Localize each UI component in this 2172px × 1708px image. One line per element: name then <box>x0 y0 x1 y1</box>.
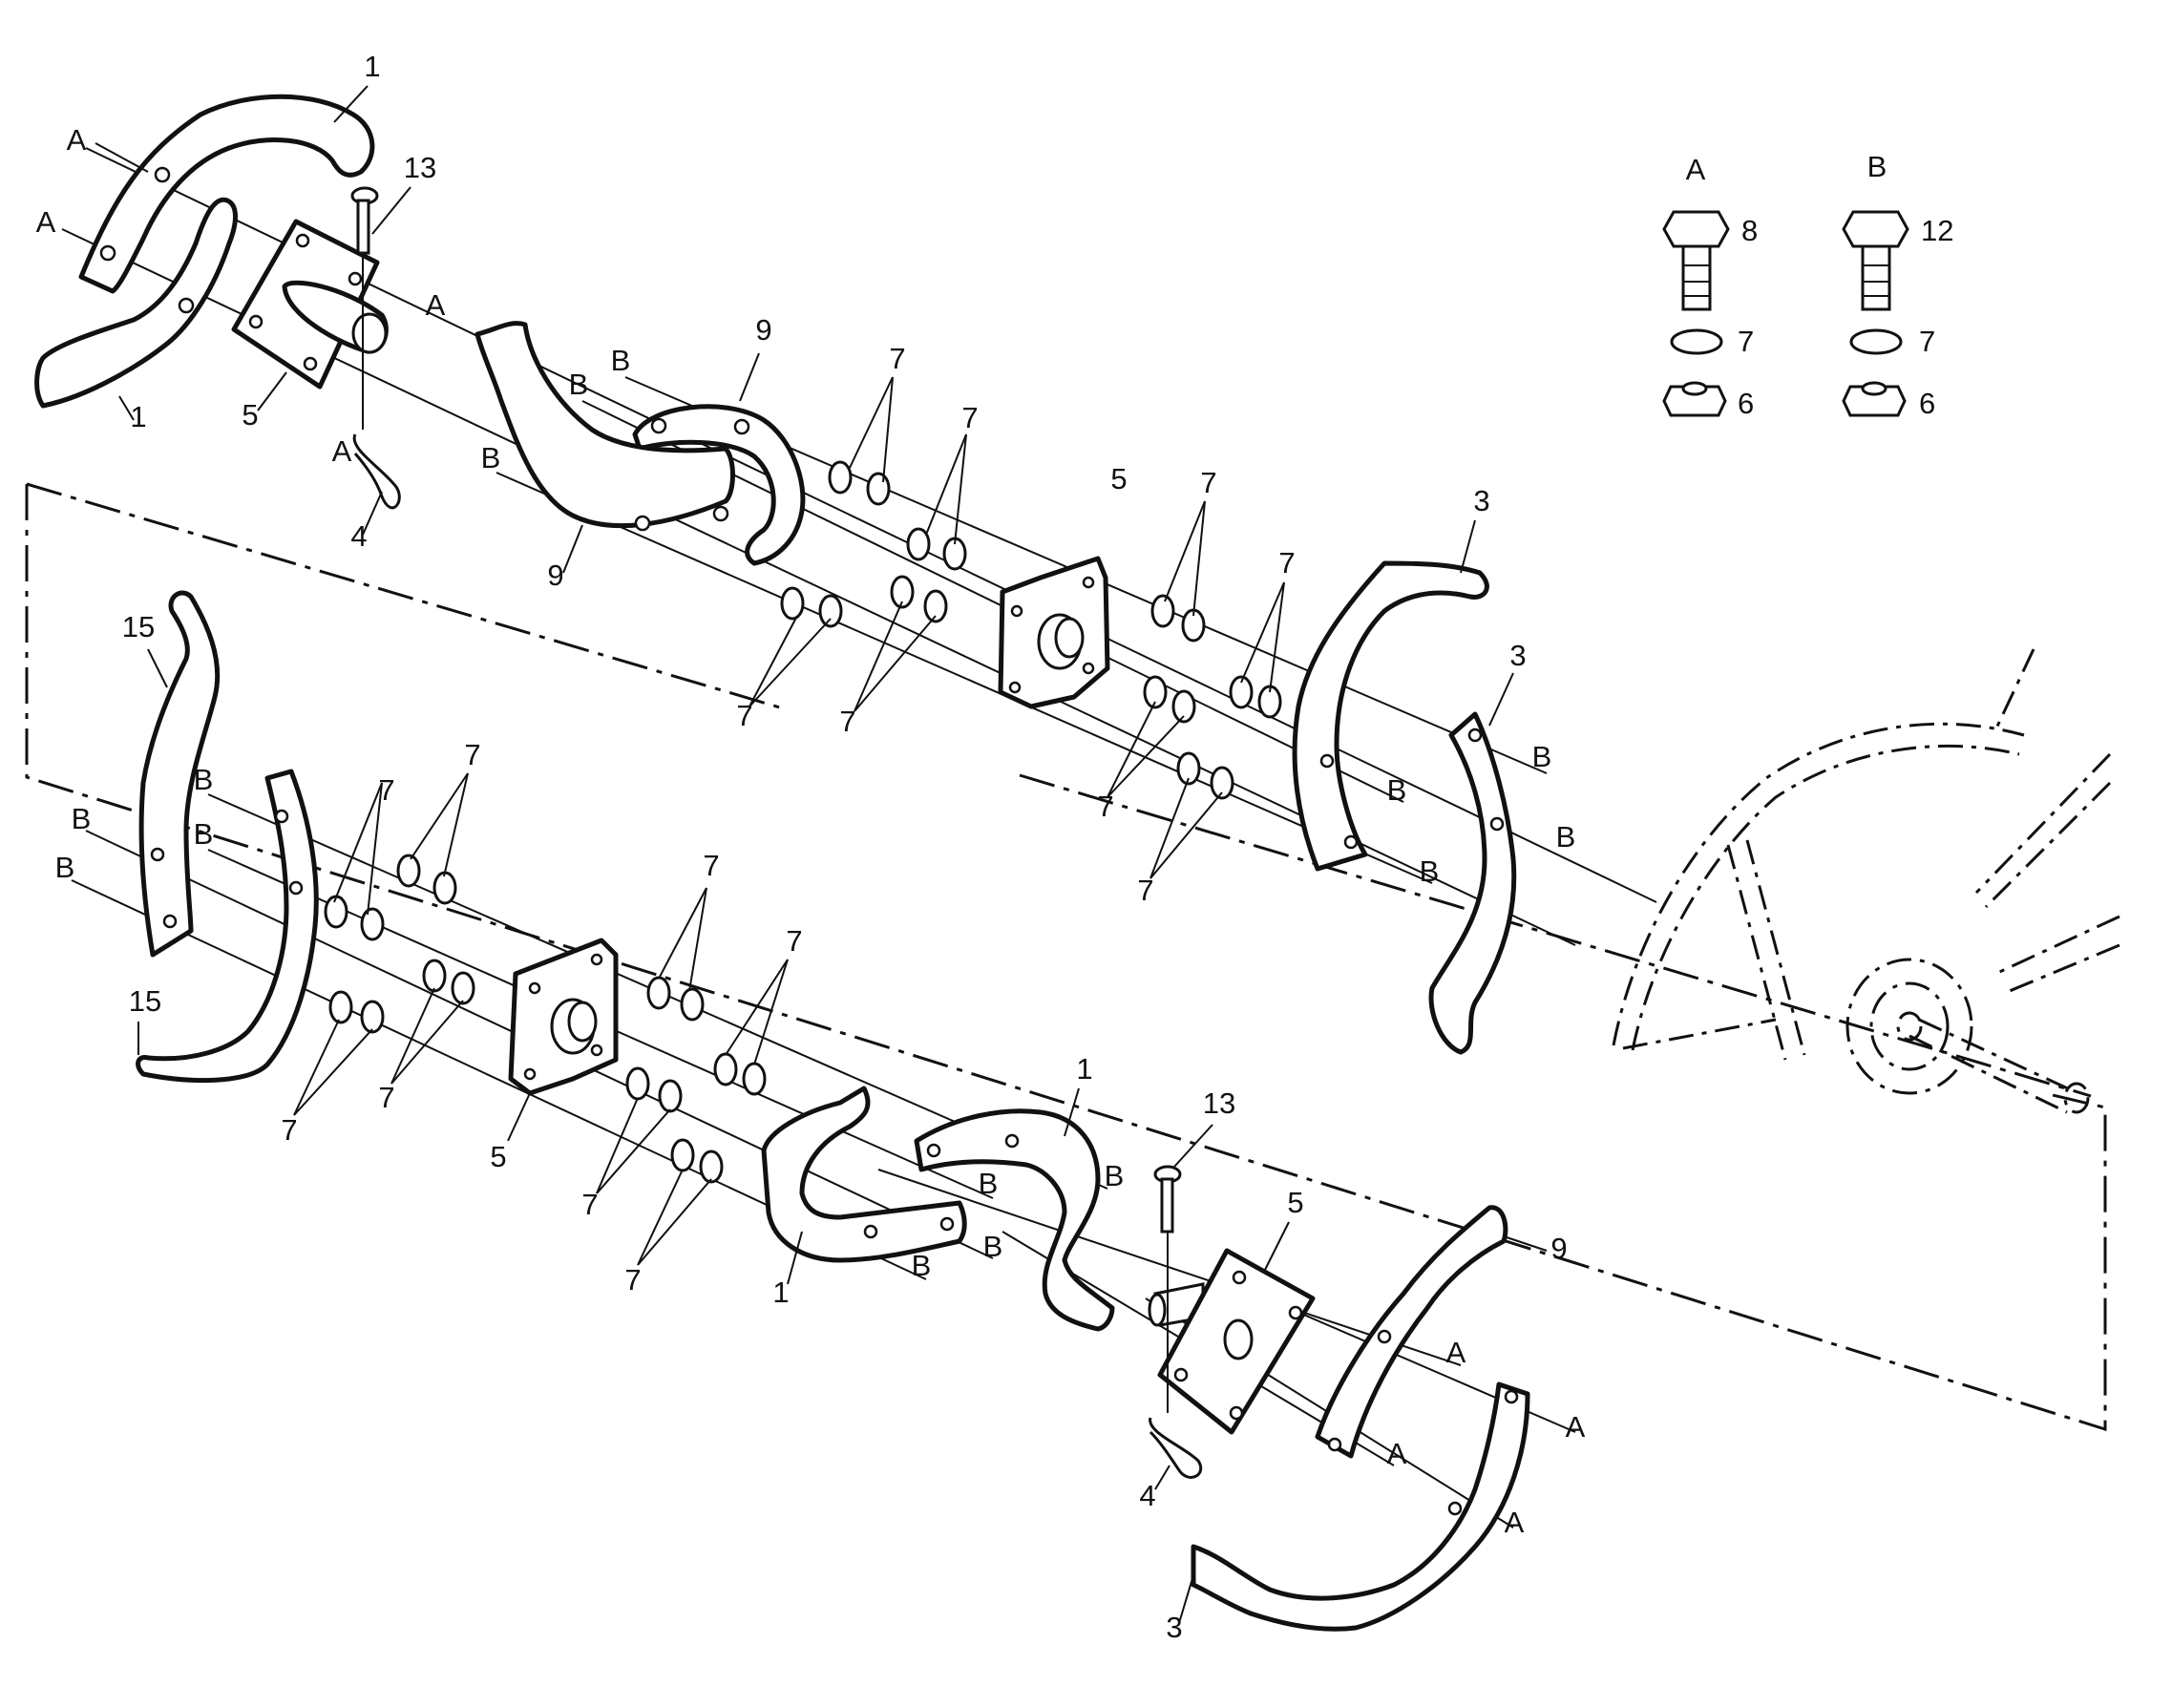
part-callout-label: 7 <box>703 849 719 882</box>
tine-1-upper-left <box>34 94 375 409</box>
part-callout-label: A <box>1387 1437 1407 1470</box>
part-callout-label: 5 <box>242 398 258 432</box>
part-callout-label: A <box>1505 1506 1525 1539</box>
part-callout-label: 5 <box>490 1140 506 1173</box>
tine-1-lower-center <box>761 1086 1115 1332</box>
tine-9-upper <box>474 321 806 566</box>
part-callout-label: 7 <box>378 1081 394 1114</box>
part-callout-label: 7 <box>889 342 905 375</box>
hardware-legend-icons <box>1662 210 1909 417</box>
part-callout-label: B <box>72 802 92 835</box>
legend-b-bolt-label: 12 <box>1921 214 1953 247</box>
part-callout-label: 7 <box>839 705 855 738</box>
hardware-legend: A 8 7 6 B 12 7 6 <box>1686 150 1954 420</box>
part-callout-label: 15 <box>122 610 155 643</box>
part-callout-label: 7 <box>624 1263 641 1297</box>
part-callout-label: 4 <box>350 519 367 553</box>
part-callout-label: B <box>1556 820 1576 854</box>
part-callout-label: 7 <box>1278 546 1295 580</box>
clevis-pin-upper <box>350 186 401 510</box>
part-callout-label: 7 <box>1137 874 1153 907</box>
part-callout-label: A <box>1446 1336 1466 1369</box>
part-callout-label: 4 <box>1139 1479 1155 1512</box>
tiller-housing-outline <box>1612 648 2120 1114</box>
legend-b-nut-label: 6 <box>1919 387 1935 420</box>
part-callout-label: A <box>332 434 352 468</box>
tine-9-3-lower-right <box>1191 1205 1530 1632</box>
part-callout-label: 5 <box>1287 1186 1303 1219</box>
part-callout-label: B <box>979 1167 999 1200</box>
legend-a-bolt-label: 8 <box>1741 214 1758 247</box>
part-callout-label: 3 <box>1166 1611 1182 1644</box>
part-callout-label: B <box>1387 773 1407 807</box>
legend-b-washer-label: 7 <box>1919 325 1935 358</box>
part-callout-label: B <box>611 344 631 377</box>
part-callout-label: B <box>983 1230 1003 1263</box>
part-callout-label: 5 <box>1110 462 1127 496</box>
part-callout-label: 7 <box>1097 790 1113 823</box>
hub-plate-upper-left <box>231 219 389 390</box>
legend-a-header: A <box>1686 153 1706 186</box>
part-callout-label: 7 <box>786 924 802 958</box>
part-callout-label: 1 <box>130 400 146 433</box>
part-callout-label: B <box>194 817 214 851</box>
part-callout-label: 9 <box>1550 1232 1567 1265</box>
hub-plate-lower-center <box>508 938 619 1096</box>
part-callout-label: B <box>1532 740 1552 773</box>
part-callout-label: B <box>481 441 501 474</box>
part-callout-label: 9 <box>755 313 771 347</box>
hub-plate-upper-center <box>998 556 1110 709</box>
part-callout-label: 7 <box>464 738 480 771</box>
part-callout-label: 9 <box>547 559 563 592</box>
washers-lower <box>324 854 767 1184</box>
part-callout-label: 7 <box>378 773 394 807</box>
part-callout-label: B <box>55 851 75 884</box>
part-callout-label: 3 <box>1509 639 1526 672</box>
part-callout-label: 7 <box>581 1188 598 1221</box>
part-callout-label: B <box>912 1249 932 1282</box>
part-callout-label: 7 <box>736 699 752 732</box>
part-callout-label: B <box>194 763 214 796</box>
legend-a-nut-label: 6 <box>1738 387 1754 420</box>
part-callout-label: 7 <box>1200 466 1216 499</box>
part-callout-label: A <box>1566 1410 1586 1444</box>
part-callout-label: 1 <box>364 50 380 83</box>
legend-b-header: B <box>1867 150 1887 183</box>
part-callout-label: 7 <box>961 401 978 434</box>
part-callout-label: 15 <box>129 984 161 1018</box>
legend-a-washer-label: 7 <box>1738 325 1754 358</box>
part-callout-label: 1 <box>1076 1052 1092 1086</box>
part-callout-label: B <box>569 368 589 401</box>
part-callout-label: A <box>67 123 87 157</box>
part-callout-label: B <box>1420 854 1440 888</box>
hub-plate-lower-right <box>1148 1248 1316 1435</box>
part-callout-label: 13 <box>1203 1086 1235 1120</box>
part-callout-label: A <box>426 288 446 322</box>
part-callout-label: 13 <box>404 151 436 184</box>
clevis-pin-lower <box>1149 1165 1202 1479</box>
leader-lines <box>95 85 1548 1624</box>
part-callout-label: B <box>1105 1159 1125 1192</box>
part-callout-label: 3 <box>1473 484 1489 517</box>
tine-15-lower-left <box>136 590 319 1084</box>
washers-upper <box>780 460 1282 800</box>
tine-3-upper <box>1292 560 1517 1055</box>
part-callout-label: A <box>36 205 56 239</box>
part-callout-label: 7 <box>281 1113 297 1147</box>
part-callout-label: 1 <box>772 1276 789 1309</box>
